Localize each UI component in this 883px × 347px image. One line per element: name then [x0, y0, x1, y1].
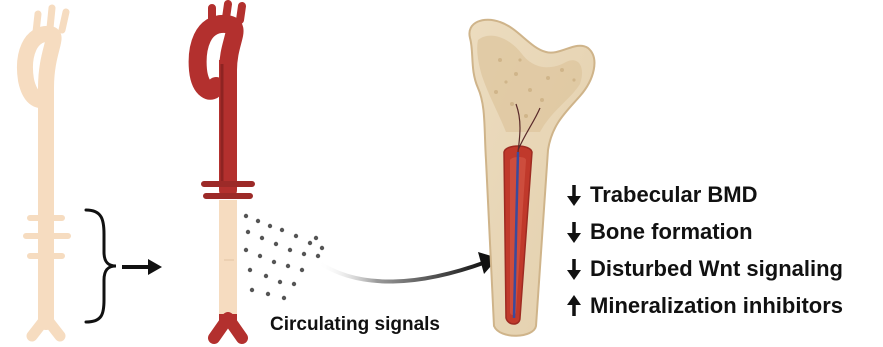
- effect-item-mineralization-inhibitors: Mineralization inhibitors: [566, 287, 876, 324]
- bone-effects-list: Trabecular BMD Bone formation Disturbed …: [566, 176, 876, 324]
- bracket-brace: [86, 210, 116, 322]
- circulating-signal-dots: [244, 214, 324, 300]
- effect-item-wnt-signaling: Disturbed Wnt signaling: [566, 250, 876, 287]
- signal-arrow-to-bone: [318, 252, 498, 282]
- down-arrow-icon: [566, 220, 582, 244]
- effect-text: Bone formation: [590, 219, 753, 245]
- up-arrow-icon: [566, 294, 582, 318]
- effect-text: Mineralization inhibitors: [590, 293, 843, 319]
- arrow-to-aorta: [122, 259, 162, 275]
- diseased-aorta: [198, 4, 252, 338]
- effect-text: Trabecular BMD: [590, 182, 758, 208]
- effect-item-trabecular-bmd: Trabecular BMD: [566, 176, 876, 213]
- down-arrow-icon: [566, 183, 582, 207]
- circulating-signals-label: Circulating signals: [270, 314, 440, 336]
- effect-text: Disturbed Wnt signaling: [590, 256, 843, 282]
- down-arrow-icon: [566, 257, 582, 281]
- effect-item-bone-formation: Bone formation: [566, 213, 876, 250]
- faded-aorta: [25, 8, 68, 336]
